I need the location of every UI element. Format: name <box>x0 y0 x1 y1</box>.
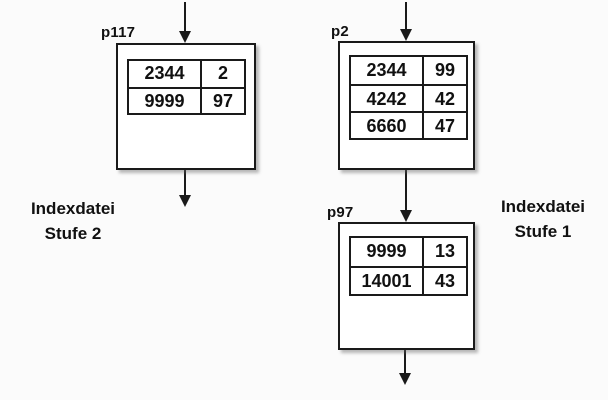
table-row: 6660 47 <box>351 111 466 138</box>
table-row: 2344 99 <box>351 57 466 84</box>
node-p97: 9999 13 14001 43 <box>338 222 475 350</box>
arrow-line <box>184 2 186 32</box>
arrow-head-icon <box>400 29 412 41</box>
index-table-p117: 2344 2 9999 97 <box>127 59 246 115</box>
arrow-line <box>405 170 407 211</box>
pointer-cell: 99 <box>434 60 456 80</box>
caption-indexdatei-stufe-1: Indexdatei Stufe 1 <box>482 194 604 244</box>
pointer-cell: 13 <box>434 241 456 261</box>
key-cell: 9999 <box>351 238 424 266</box>
key-cell: 14001 <box>351 268 424 294</box>
arrow-line <box>405 2 407 30</box>
node-p117: 2344 2 9999 97 <box>116 43 256 170</box>
pointer-cell: 97 <box>212 91 234 111</box>
arrow-head-icon <box>179 31 191 43</box>
arrow-line <box>404 350 406 374</box>
caption-line: Stufe 1 <box>514 222 572 241</box>
key-cell: 2344 <box>351 57 424 84</box>
key-cell: 4242 <box>351 86 424 111</box>
arrow-head-icon <box>179 195 191 207</box>
pointer-cell: 42 <box>434 89 456 109</box>
pointer-cell: 43 <box>434 271 456 291</box>
node-label-p2: p2 <box>331 23 349 40</box>
key-cell: 6660 <box>351 113 424 138</box>
key-cell: 2344 <box>129 61 202 87</box>
table-row: 14001 43 <box>351 266 466 294</box>
table-row: 2344 2 <box>129 61 244 87</box>
caption-indexdatei-stufe-2: Indexdatei Stufe 2 <box>8 196 138 246</box>
index-table-p2: 2344 99 4242 42 6660 47 <box>349 55 468 140</box>
arrow-line <box>184 170 186 196</box>
key-cell: 9999 <box>129 89 202 113</box>
arrow-head-icon <box>400 210 412 222</box>
node-label-p117: p117 <box>101 24 136 41</box>
node-p2: 2344 99 4242 42 6660 47 <box>338 41 475 170</box>
pointer-cell: 47 <box>434 116 456 136</box>
table-row: 9999 97 <box>129 87 244 113</box>
caption-line: Stufe 2 <box>44 224 102 243</box>
table-row: 4242 42 <box>351 84 466 111</box>
table-row: 9999 13 <box>351 238 466 266</box>
arrow-head-icon <box>399 373 411 385</box>
node-label-p97: p97 <box>327 204 354 221</box>
caption-line: Indexdatei <box>30 199 116 218</box>
pointer-cell: 2 <box>217 63 228 83</box>
index-table-p97: 9999 13 14001 43 <box>349 236 468 296</box>
caption-line: Indexdatei <box>500 197 586 216</box>
